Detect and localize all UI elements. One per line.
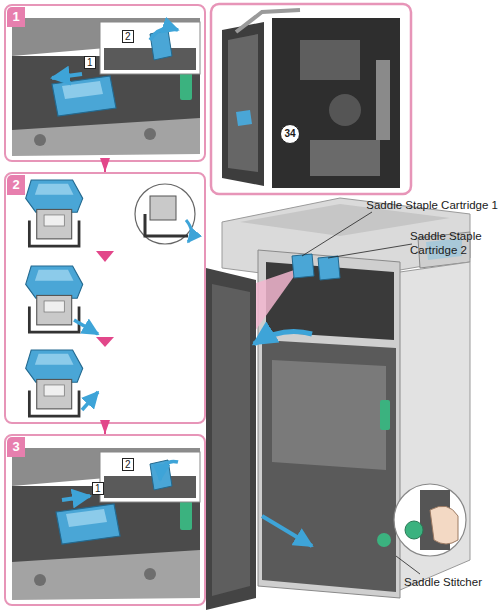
step-number: 2	[7, 175, 25, 195]
detail-inset	[100, 22, 200, 74]
green-handle	[380, 400, 390, 430]
saddle-stitcher-unit	[262, 340, 396, 592]
cartridge-new	[26, 350, 83, 416]
step3-mechanism	[12, 448, 200, 600]
roller	[144, 128, 156, 140]
green-handle	[180, 500, 192, 530]
saddle-cartridge-2	[318, 256, 340, 280]
open-door	[222, 22, 264, 186]
callout-number: 1	[84, 56, 96, 69]
part-label: Saddle Staple Cartridge 1	[348, 198, 498, 212]
cartridge-highlight	[66, 509, 107, 527]
interior-rail	[376, 60, 390, 140]
cartridge-highlight	[62, 81, 103, 99]
zoom-knob	[405, 521, 423, 539]
callout-number: 34	[280, 124, 300, 144]
release-arrow	[186, 220, 192, 242]
open-door-arrow	[254, 332, 312, 344]
pull-out-arrow	[262, 516, 312, 546]
interior-roller	[329, 94, 361, 126]
detail-inset	[100, 452, 200, 502]
callout-number: 1	[92, 482, 104, 495]
roller	[34, 574, 46, 586]
insert-arrow	[82, 392, 98, 410]
zoom-cartridge	[150, 196, 176, 220]
step-arrow	[104, 162, 106, 172]
finisher-interior	[272, 18, 400, 188]
zoom-holder	[145, 214, 188, 236]
callout-number: 2	[122, 458, 134, 471]
cartridge-removed	[26, 180, 83, 246]
inset-frame	[104, 476, 196, 498]
interior-part	[300, 40, 360, 80]
leader-line	[302, 212, 372, 256]
step2-sequence	[26, 180, 195, 416]
sequence-arrow	[96, 337, 114, 347]
machine	[206, 198, 470, 610]
inset-frame	[211, 4, 411, 194]
blue-latch	[236, 110, 252, 126]
step-arrow	[104, 424, 106, 434]
green-knob	[377, 533, 391, 547]
stitcher-tray	[272, 360, 386, 470]
lift-arrow	[150, 28, 178, 40]
interior-part	[310, 140, 380, 176]
step-panel: 1	[4, 4, 206, 162]
part-label: Saddle Staple Cartridge 2	[410, 229, 498, 257]
callout-number: 2	[122, 30, 134, 43]
step1-mechanism	[12, 18, 200, 156]
insert-arrow	[62, 496, 90, 500]
step-panel: 2	[4, 172, 206, 424]
roller	[34, 134, 46, 146]
sequence-arrow	[96, 251, 114, 262]
leader-line	[396, 556, 420, 574]
hand	[430, 506, 458, 544]
cartridge-in-place	[52, 76, 116, 116]
inset-frame	[104, 48, 196, 70]
lower-tray	[12, 550, 200, 600]
push-arrow	[52, 74, 82, 78]
finisher-inset	[211, 4, 411, 194]
step-panel: 3	[4, 434, 206, 606]
cartridge-opening	[26, 266, 83, 332]
door-inner	[212, 284, 250, 596]
zoom-circle	[394, 484, 466, 556]
cartridge-in-place	[56, 504, 120, 544]
door-inner	[228, 34, 258, 172]
front-door	[206, 268, 256, 610]
saddle-cartridge-1	[292, 254, 314, 278]
part-label: Saddle Stitcher	[404, 575, 482, 589]
lower-tray	[12, 118, 200, 156]
lower-arrow	[160, 461, 178, 480]
roller	[144, 568, 156, 580]
slide-arrow	[74, 320, 98, 334]
step-number: 1	[7, 7, 25, 27]
step-number: 3	[7, 437, 25, 457]
leader-line	[328, 244, 412, 258]
finisher-housing	[258, 250, 400, 598]
zoom-circle	[135, 184, 195, 244]
